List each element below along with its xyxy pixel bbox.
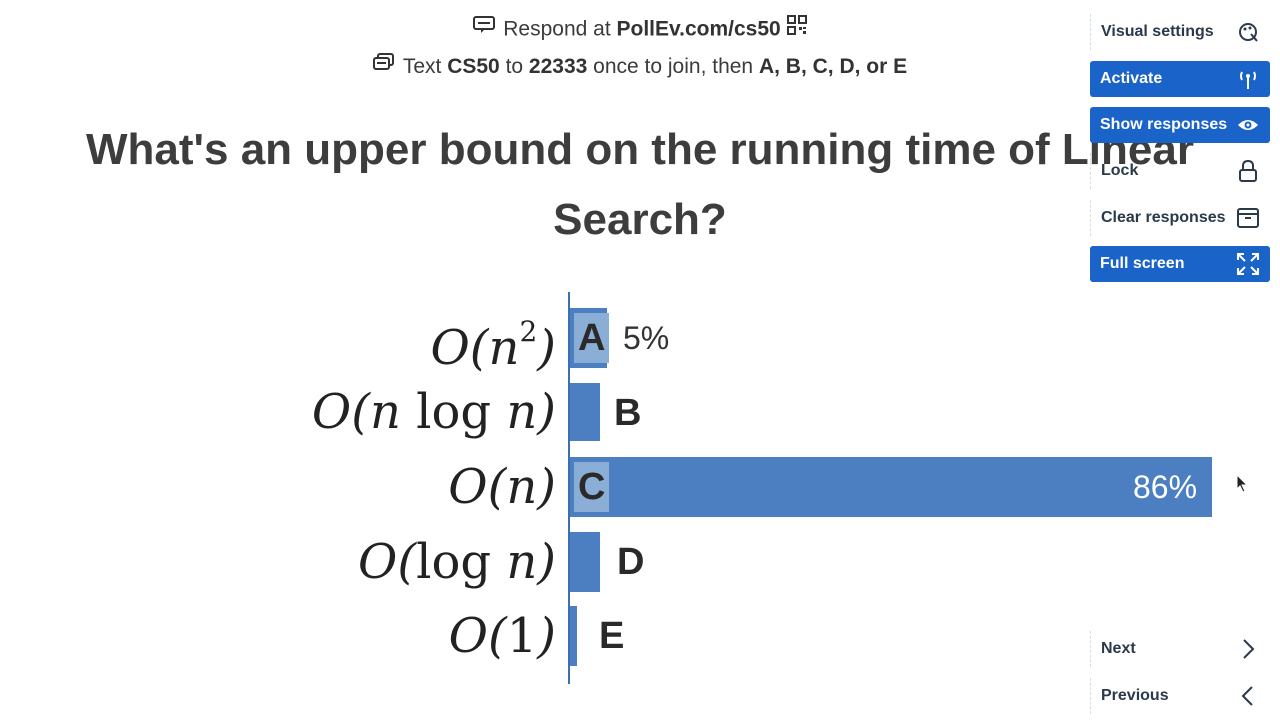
result-bar-c <box>570 457 1212 517</box>
respond-url[interactable]: PollEv.com/cs50 <box>616 17 781 41</box>
show-responses-button[interactable]: Show responses <box>1090 107 1270 143</box>
chevron-right-icon <box>1236 637 1260 661</box>
chart-axis <box>568 292 570 684</box>
option-label-a: O(n2) <box>430 308 556 378</box>
clear-responses-label: Clear responses <box>1101 209 1226 226</box>
option-b-close: n) <box>491 384 556 440</box>
lock-button[interactable]: Lock <box>1090 153 1270 189</box>
full-screen-button[interactable]: Full screen <box>1090 246 1270 282</box>
option-letter-e: E <box>599 615 625 657</box>
visual-settings-label: Visual settings <box>1101 23 1214 40</box>
text-choices: A, B, C, D, or E <box>758 55 908 78</box>
option-letter-a: A <box>574 313 610 363</box>
option-e-number: 1 <box>506 608 538 664</box>
option-a-exponent: 2 <box>519 315 538 348</box>
eye-icon <box>1236 113 1260 137</box>
chevron-left-icon <box>1236 684 1260 708</box>
lock-icon <box>1236 159 1260 183</box>
respond-instructions: Respond at PollEv.com/cs50 <box>0 15 1280 43</box>
option-label-b: O(n log n) <box>312 382 556 442</box>
option-b-text: O(n <box>311 384 417 440</box>
option-label-c: O(n) <box>448 457 556 517</box>
text-instructions: Text CS50 to 22333 once to join, then A,… <box>0 53 1280 79</box>
web-icon <box>473 16 496 40</box>
mouse-cursor-icon <box>1236 473 1250 499</box>
next-button[interactable]: Next <box>1090 631 1270 667</box>
activate-label: Activate <box>1100 70 1163 87</box>
option-letter-c: C <box>574 462 610 512</box>
question-line-2: Search? <box>553 195 727 244</box>
option-label-e: O(1) <box>449 606 556 666</box>
option-c-text: O(n) <box>448 459 556 515</box>
option-label-d: O(log n) <box>358 532 556 592</box>
text-code: CS50 <box>447 55 500 78</box>
text-number: 22333 <box>528 55 588 78</box>
question-line-1: What's an upper bound on the running tim… <box>86 125 1194 174</box>
full-screen-label: Full screen <box>1100 255 1185 272</box>
archive-box-icon <box>1236 206 1260 230</box>
sms-icon <box>372 53 395 77</box>
option-b-log: log <box>416 384 492 440</box>
option-letter-d: D <box>617 541 645 583</box>
option-e-text: O( <box>448 608 507 664</box>
option-d-text: O( <box>358 534 417 590</box>
broadcast-icon <box>1236 67 1260 91</box>
option-a-text: O(n <box>430 320 520 376</box>
qr-code-icon <box>786 15 807 41</box>
palette-icon <box>1236 20 1260 44</box>
result-bar-b <box>570 383 600 441</box>
text-to: to <box>499 55 529 78</box>
percent-label-c: 86% <box>1133 469 1198 505</box>
result-bar-d <box>570 532 600 592</box>
clear-responses-button[interactable]: Clear responses <box>1090 200 1270 236</box>
result-bar-e <box>570 606 577 666</box>
expand-icon <box>1236 252 1260 276</box>
previous-button[interactable]: Previous <box>1090 678 1270 714</box>
option-d-close: n) <box>491 534 556 590</box>
text-prefix: Text <box>402 55 448 78</box>
lock-label: Lock <box>1101 162 1139 179</box>
next-label: Next <box>1101 640 1136 657</box>
activate-button[interactable]: Activate <box>1090 61 1270 97</box>
option-d-log: log <box>416 534 492 590</box>
option-letter-b: B <box>614 392 642 434</box>
poll-question: What's an upper bound on the running tim… <box>40 115 1240 255</box>
option-e-close: ) <box>537 608 556 664</box>
percent-label-a: 5% <box>623 320 670 356</box>
show-responses-label: Show responses <box>1100 116 1228 133</box>
visual-settings-button[interactable]: Visual settings <box>1090 14 1270 50</box>
text-mid: once to join, then <box>587 55 759 78</box>
respond-prefix: Respond at <box>503 17 617 41</box>
previous-label: Previous <box>1101 687 1169 704</box>
option-a-close: ) <box>537 320 556 376</box>
